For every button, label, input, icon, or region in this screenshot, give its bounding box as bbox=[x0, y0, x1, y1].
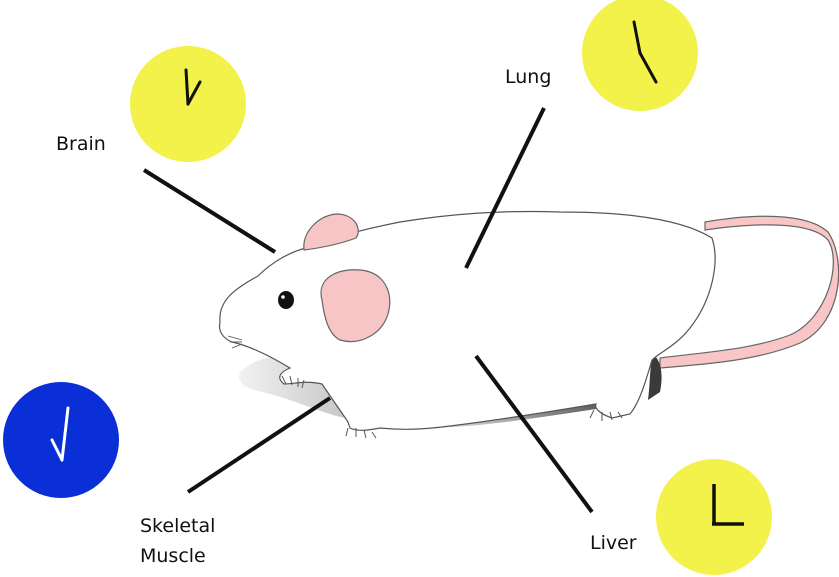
mouse-illustration bbox=[220, 211, 839, 438]
brain-label: Brain bbox=[56, 133, 106, 155]
lung-clock bbox=[582, 0, 698, 111]
skeletal-muscle-clock-face bbox=[3, 382, 119, 498]
liver-clock bbox=[656, 459, 772, 575]
skeletal-muscle-label-line2: Muscle bbox=[140, 545, 206, 567]
lung-label: Lung bbox=[505, 66, 551, 88]
skeletal-muscle-clock bbox=[3, 382, 119, 498]
skeletal-muscle-leader-line bbox=[188, 398, 330, 492]
liver-label: Liver bbox=[590, 532, 637, 554]
brain-clock bbox=[130, 46, 246, 162]
skeletal-muscle-label-line1: Skeletal bbox=[140, 515, 215, 537]
mouse-eye bbox=[278, 291, 294, 309]
brain-leader-line bbox=[144, 170, 275, 252]
